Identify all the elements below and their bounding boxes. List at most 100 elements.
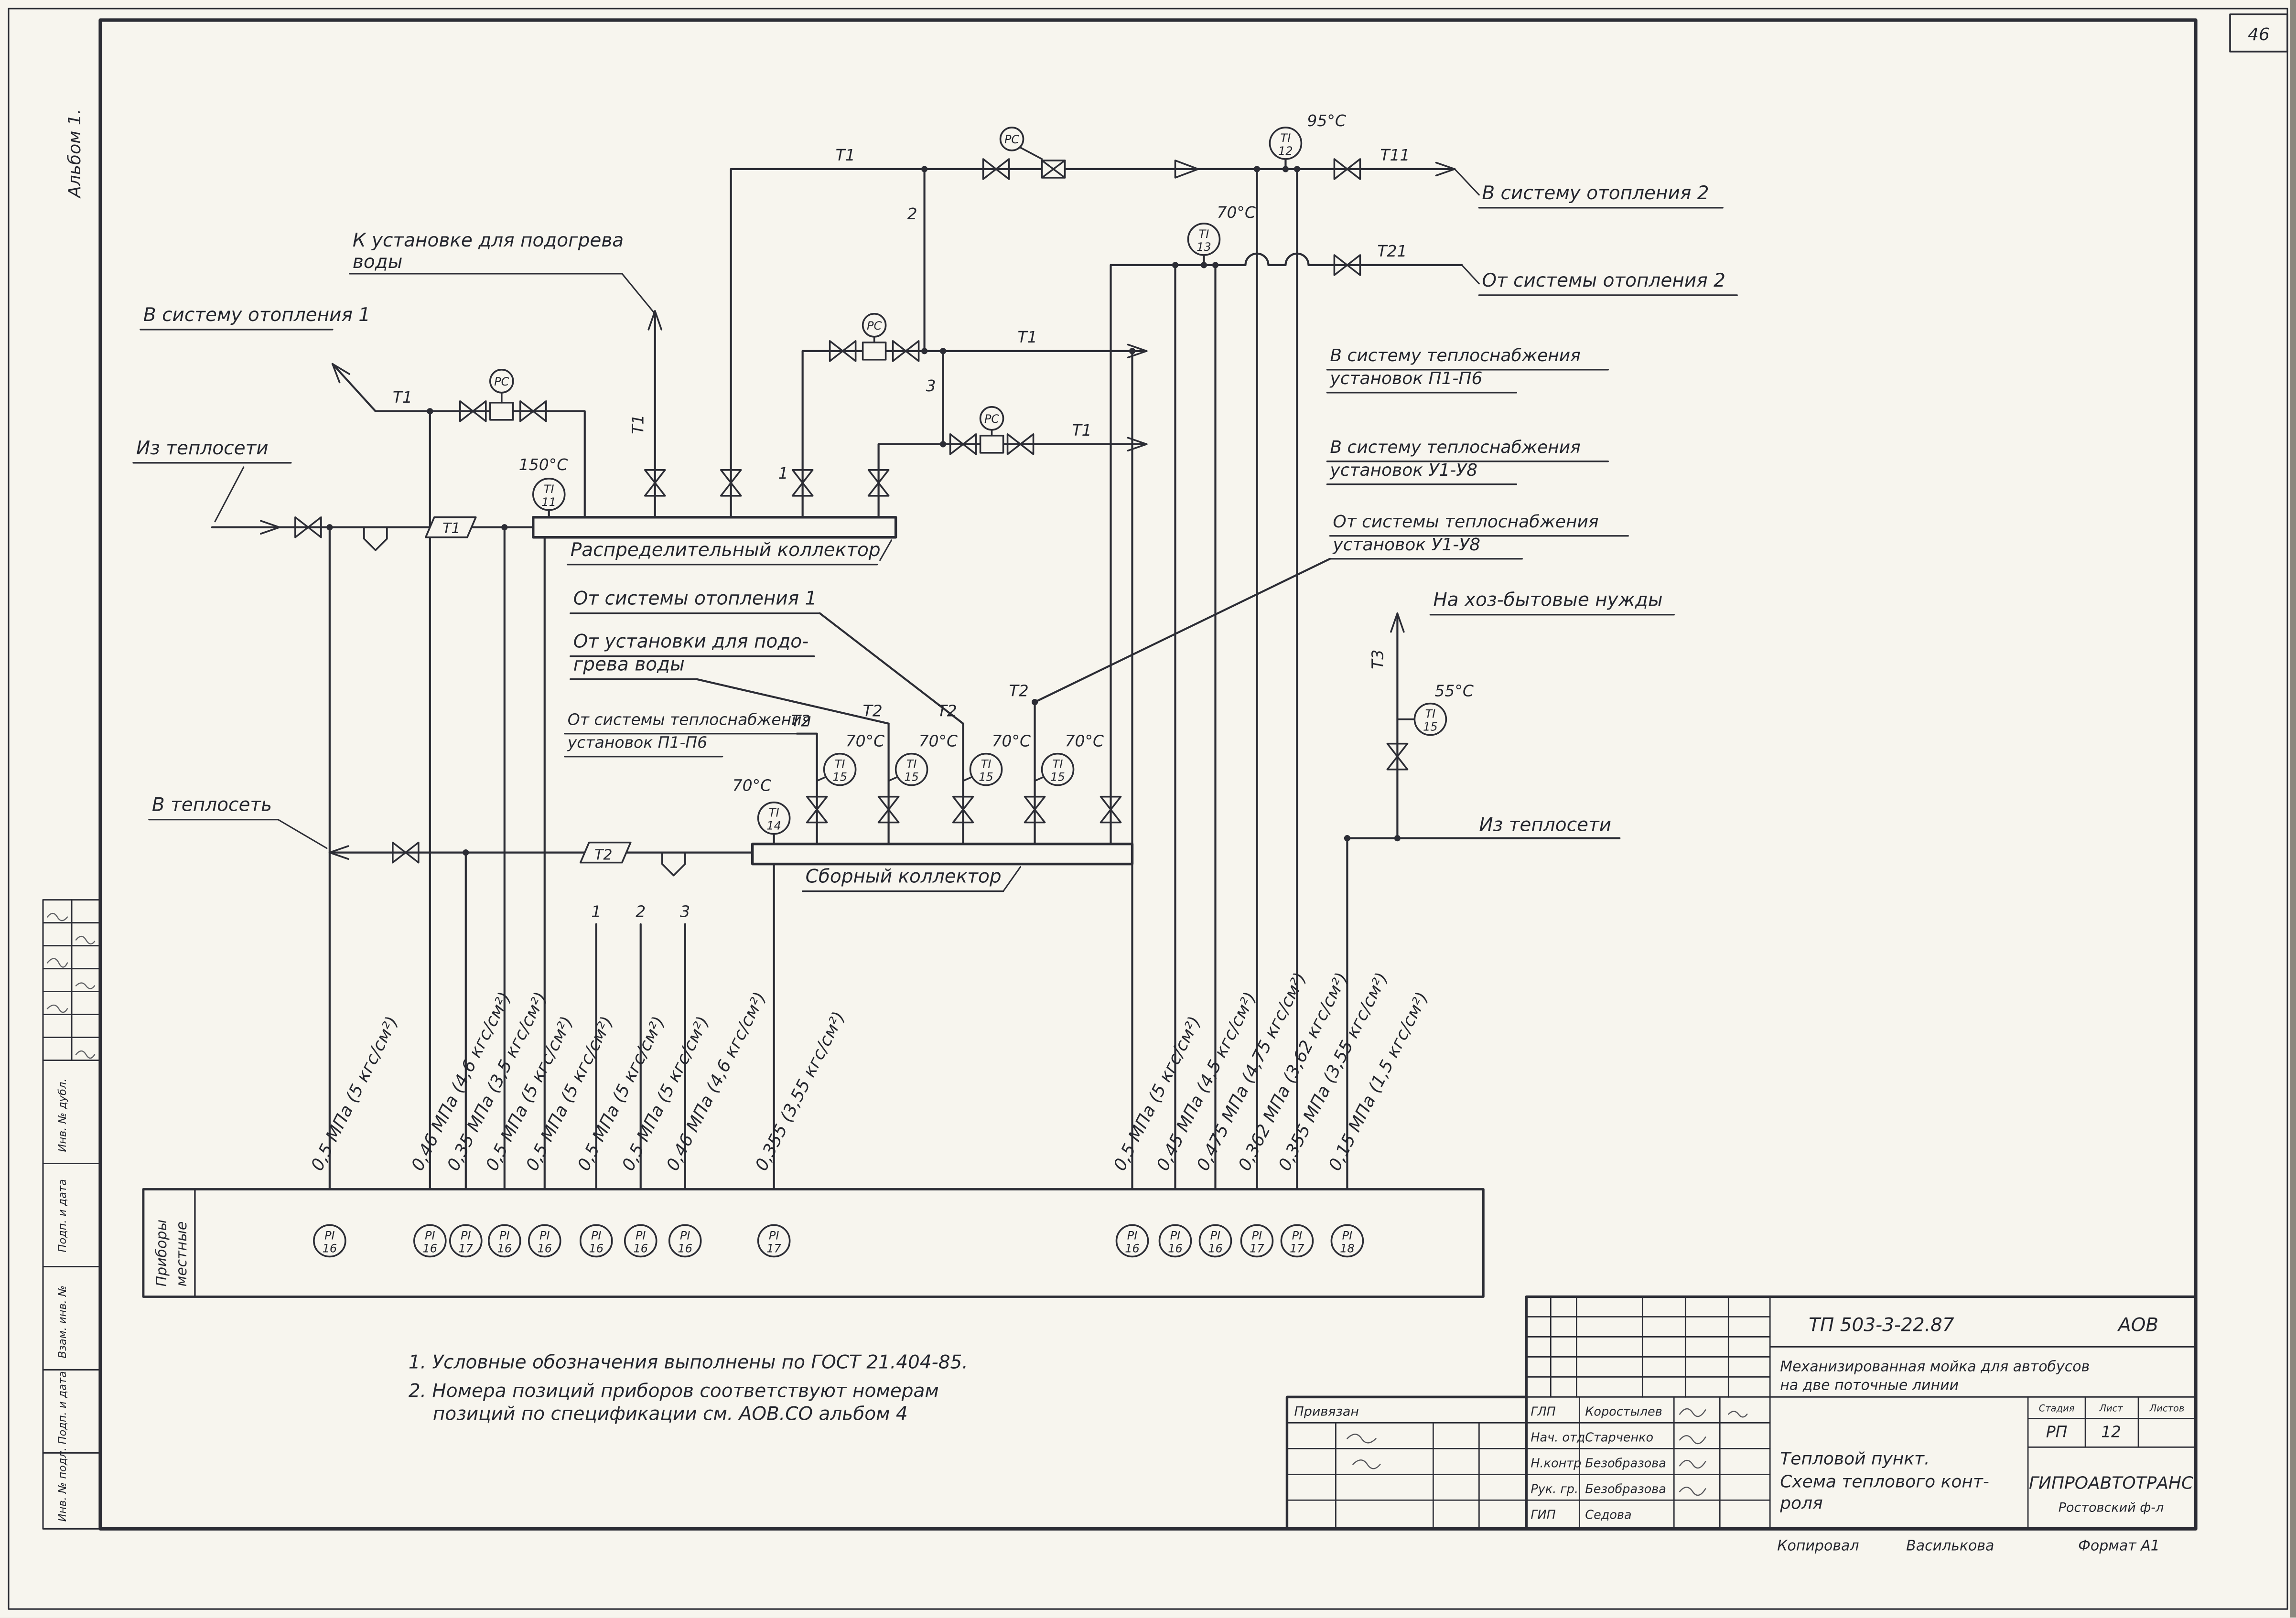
svg-text:12: 12 (1278, 144, 1293, 158)
organization-branch: Ростовский ф-л (2059, 1500, 2164, 1515)
label-household: На хоз-бытовые нужды (1433, 589, 1662, 611)
title-block-outline (1285, 1295, 2197, 1531)
svg-text:PI: PI (591, 1229, 602, 1242)
label-from-heating1: От системы отопления 1 (573, 588, 817, 610)
svg-text:PI: PI (1127, 1229, 1138, 1242)
pc-instrument: PC (979, 406, 1004, 431)
valves-and-symbols (260, 147, 1456, 877)
label-from-supply-u-1: От системы теплоснабжения (1333, 512, 1598, 532)
copied-label: Копировал (1777, 1537, 1859, 1554)
stage-value: РП (2046, 1422, 2068, 1441)
role-0: ГЛП (1531, 1404, 1556, 1419)
svg-text:16: 16 (538, 1242, 552, 1255)
distribution-collector (532, 516, 897, 539)
role-3: Рук. гр. (1531, 1482, 1578, 1496)
svg-text:PC: PC (1004, 133, 1019, 146)
doc-number: ТП 503-3-22.87 (1809, 1314, 1954, 1336)
svg-text:TI: TI (1425, 707, 1436, 721)
sheet-frames (8, 8, 2288, 1610)
signature-squiggles (1347, 1408, 1748, 1496)
svg-text:14: 14 (766, 819, 781, 833)
stamp-left-label-0: Инв. № дубл. (56, 1079, 69, 1152)
pipe-tag: Т21 (1377, 242, 1407, 260)
label-from-supply-p-1: От системы теплоснабжения (568, 710, 811, 729)
stamp-left-label-4: Инв. № подл. (56, 1447, 69, 1522)
role-name-4: Седова (1585, 1508, 1631, 1522)
svg-text:TI: TI (981, 758, 992, 771)
label-from-network-right: Из теплосети (1479, 814, 1611, 836)
pipe-tag: Т11 (1380, 146, 1410, 164)
label-from-supply-u-2: установок У1-У8 (1332, 535, 1480, 555)
label-to-supply-p-2: установок П1-П6 (1329, 369, 1482, 388)
label-to-heating2: В систему отопления 2 (1482, 182, 1709, 204)
role-1: Нач. отд (1531, 1430, 1585, 1445)
svg-text:PI: PI (1210, 1229, 1221, 1242)
sheet-title-1: Тепловой пункт. (1780, 1449, 1930, 1468)
svg-text:PI: PI (1292, 1229, 1303, 1242)
sheet-value: 12 (2101, 1422, 2121, 1441)
sheet-title-2: Схема теплового конт- (1780, 1472, 1989, 1491)
note-line-1: 1. Условные обозначения выполнены по ГОС… (409, 1351, 968, 1373)
role-2: Н.контр (1531, 1456, 1581, 1470)
svg-text:15: 15 (1423, 720, 1438, 734)
pc-instrument: PC (999, 127, 1024, 151)
label-to-network: В теплосеть (152, 794, 272, 816)
svg-text:PI: PI (680, 1229, 690, 1242)
title-block-grid (1286, 1296, 2197, 1530)
organization-name: ГИПРОАВТОТРАНС (2029, 1473, 2193, 1493)
svg-text:PI: PI (324, 1229, 335, 1242)
svg-text:PC: PC (867, 319, 882, 332)
svg-text:PI: PI (1342, 1229, 1353, 1242)
format-label: Формат А1 (2078, 1537, 2160, 1554)
label-from-heating2: От системы отопления 2 (1482, 270, 1725, 291)
svg-text:13: 13 (1197, 240, 1211, 254)
label-from-heater-1: От установки для подо- (573, 631, 808, 653)
pipe-tag: Т2 (791, 712, 811, 730)
pipe-tag: Т1 (1018, 328, 1037, 346)
pipe-tag: Т1 (1072, 421, 1092, 439)
collection-collector (751, 842, 1134, 866)
label-distribution-collector: Распределительный коллектор (571, 539, 881, 561)
text-labels: К установке для подогрева воды В систему… (136, 182, 1725, 888)
project-title-1: Механизированная мойка для автобусов (1780, 1358, 2090, 1375)
svg-text:17: 17 (459, 1242, 474, 1255)
pipe-tag: Т1 (629, 415, 647, 434)
svg-text:16: 16 (1125, 1242, 1140, 1255)
pipe-tag: Т3 (1368, 650, 1387, 669)
collectors (532, 516, 1134, 866)
svg-text:16: 16 (1208, 1242, 1223, 1255)
pipe-tag: Т2 (863, 702, 883, 720)
pipe-tag: 70°C (1065, 732, 1104, 750)
pipe-tag: Т2 (1009, 682, 1029, 700)
svg-text:TI: TI (544, 482, 554, 496)
role-name-3: Безобразова (1585, 1482, 1666, 1496)
svg-text:PC: PC (494, 375, 509, 388)
pipe-tag: 70°C (733, 776, 772, 795)
sheet-header: Лист (2099, 1403, 2123, 1414)
junction-dots (326, 166, 1401, 856)
stage-header: Стадия (2039, 1403, 2075, 1414)
sheets-header: Листов (2149, 1403, 2185, 1414)
svg-text:16: 16 (497, 1242, 512, 1255)
label-from-heater-2: грева воды (573, 654, 685, 675)
role-name-2: Безобразова (1585, 1456, 1666, 1470)
svg-text:TI: TI (906, 758, 917, 771)
doc-code: АОВ (2117, 1314, 2158, 1336)
